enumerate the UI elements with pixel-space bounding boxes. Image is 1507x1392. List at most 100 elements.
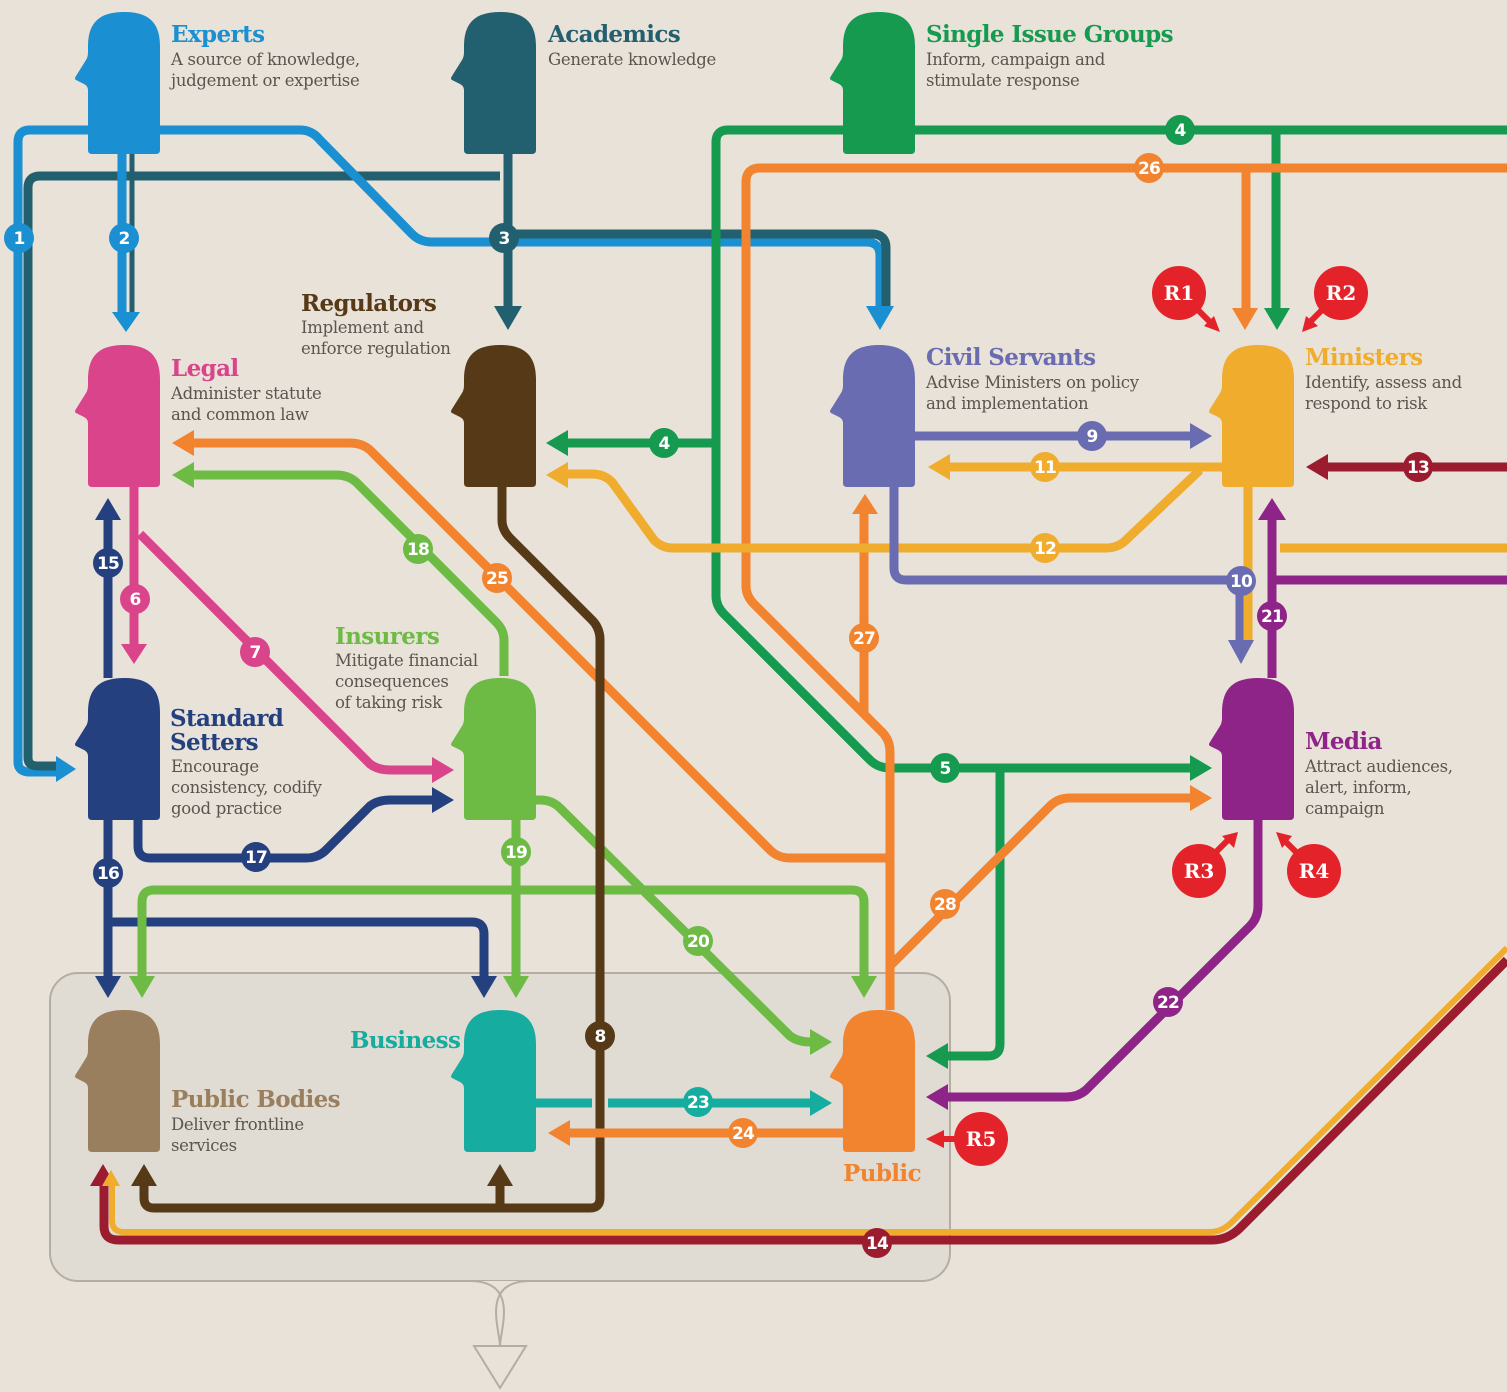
public-bodies-desc-2: services — [171, 1136, 237, 1155]
arrow-head-icon — [1190, 785, 1212, 811]
arrow-head-icon — [172, 462, 194, 488]
arrow-head-icon — [1306, 454, 1328, 480]
badge-label: 21 — [1261, 607, 1283, 627]
connection-badge-19[interactable]: 19 — [501, 837, 531, 867]
connection-badge-14[interactable]: 14 — [862, 1228, 892, 1258]
badge-label: 1 — [13, 229, 24, 249]
insurers-head-icon[interactable] — [451, 678, 536, 820]
standard-setters-head-icon[interactable] — [75, 678, 160, 820]
arrow-head-icon — [102, 1170, 120, 1186]
civil-servants-name: Civil Servants — [926, 344, 1095, 371]
arrow-head-icon — [1258, 498, 1286, 520]
connection-badge-9[interactable]: 9 — [1077, 421, 1107, 451]
legal-head-icon[interactable] — [75, 345, 160, 487]
risk-badge-r1[interactable]: R1 — [1152, 266, 1220, 332]
insurers-name: Insurers — [335, 623, 439, 650]
connection-badge-8[interactable]: 8 — [585, 1021, 615, 1051]
connection-badge-26[interactable]: 26 — [1134, 153, 1164, 183]
connection-badge-21[interactable]: 21 — [1257, 601, 1287, 631]
civil-servants-head-icon[interactable] — [830, 345, 915, 487]
connection-badge-6[interactable]: 6 — [120, 584, 150, 614]
standard-setters-name-1: Standard — [170, 705, 284, 732]
arrow-head-icon — [95, 976, 121, 998]
arrow-head-icon — [494, 306, 522, 330]
risk-badge-r2[interactable]: R2 — [1302, 266, 1368, 332]
academics-head-icon[interactable] — [451, 12, 536, 154]
legal-desc-1: Administer statute — [170, 384, 322, 403]
academics-desc-1: Generate knowledge — [548, 50, 716, 69]
civil-servants-desc-1: Advise Ministers on policy — [925, 373, 1140, 392]
regulators-desc-2: enforce regulation — [301, 339, 451, 358]
connection-badge-11[interactable]: 11 — [1030, 452, 1060, 482]
connection-line-green-loop — [137, 885, 869, 980]
badge-label: 14 — [866, 1234, 889, 1254]
arrow-head-icon — [56, 756, 76, 782]
connection-badge-24[interactable]: 24 — [728, 1118, 758, 1148]
connection-badge-1[interactable]: 1 — [4, 223, 34, 253]
experts-name: Experts — [171, 21, 264, 48]
badge-label: 11 — [1034, 458, 1056, 478]
civil-servants-desc-2: and implementation — [926, 394, 1089, 413]
arrow-head-icon — [926, 1043, 948, 1069]
connection-badge-28[interactable]: 28 — [930, 889, 960, 919]
standard-setters-desc-3: good practice — [171, 799, 282, 818]
regulators-head-icon[interactable] — [451, 345, 536, 487]
connection-badge-5[interactable]: 5 — [930, 753, 960, 783]
risk-label: R2 — [1326, 281, 1357, 305]
arrow-head-icon — [1264, 308, 1290, 330]
risk-badge-r4[interactable]: R4 — [1276, 832, 1341, 898]
connection-line-14 — [99, 956, 1507, 1245]
insurers-desc-3: of taking risk — [335, 693, 443, 712]
connection-line-16-business — [108, 917, 489, 980]
connection-badge-13[interactable]: 13 — [1403, 452, 1433, 482]
ministers-desc-2: respond to risk — [1305, 394, 1428, 413]
connection-line-8 — [139, 486, 605, 1213]
connection-badge-15[interactable]: 15 — [93, 548, 123, 578]
connection-badge-10[interactable]: 10 — [1226, 566, 1256, 596]
connection-line-experts-civil — [150, 125, 885, 312]
badge-label: 24 — [732, 1124, 755, 1144]
risk-badge-r5[interactable]: R5 — [926, 1112, 1008, 1166]
badge-label: 13 — [1407, 458, 1429, 478]
connection-badge-27[interactable]: 27 — [849, 623, 879, 653]
connection-badge-22[interactable]: 22 — [1153, 987, 1183, 1017]
arrow-head-icon — [112, 312, 140, 332]
connection-line-25 — [190, 438, 890, 863]
insurers-desc-1: Mitigate financial — [335, 651, 478, 670]
arrow-head-icon — [1190, 755, 1212, 781]
academics-name: Academics — [547, 21, 680, 48]
arrow-head-icon — [1190, 423, 1212, 449]
connection-badge-2[interactable]: 2 — [109, 223, 139, 253]
media-head-icon[interactable] — [1209, 678, 1294, 820]
connection-line-5 — [944, 768, 1005, 1061]
connection-badge-3[interactable]: 3 — [489, 223, 519, 253]
risk-badge-r3[interactable]: R3 — [1172, 832, 1238, 898]
badge-label: 10 — [1230, 572, 1253, 592]
badge-label: 19 — [505, 843, 527, 863]
connection-badge-12[interactable]: 12 — [1030, 533, 1060, 563]
arrow-head-icon — [926, 1084, 948, 1110]
connection-line-17 — [133, 795, 434, 863]
connection-badge-23[interactable]: 23 — [683, 1087, 713, 1117]
badge-label: 23 — [687, 1093, 709, 1113]
badge-label: 16 — [97, 864, 119, 884]
connection-badge-16[interactable]: 16 — [93, 858, 123, 888]
connection-badge-7[interactable]: 7 — [240, 637, 270, 667]
connection-badge-17[interactable]: 17 — [241, 842, 271, 872]
insurers-desc-2: consequences — [335, 672, 449, 691]
arrow-head-icon — [1228, 640, 1254, 664]
connection-badge-4-regulators[interactable]: 4 — [649, 428, 679, 458]
connection-badge-25[interactable]: 25 — [482, 563, 512, 593]
connection-badge-20[interactable]: 20 — [683, 926, 713, 956]
badge-label: 27 — [853, 629, 875, 649]
connection-line-3b — [508, 229, 891, 312]
badge-label: 25 — [486, 569, 508, 589]
public-bodies-name: Public Bodies — [171, 1086, 340, 1113]
connection-badge-4-top[interactable]: 4 — [1165, 115, 1195, 145]
experts-desc-2: judgement or expertise — [169, 71, 359, 90]
public-name: Public — [843, 1160, 921, 1187]
arrow-head-icon — [546, 462, 568, 488]
connection-badge-18[interactable]: 18 — [403, 534, 433, 564]
media-desc-2: alert, inform, — [1305, 778, 1411, 797]
single-issue-desc-2: stimulate response — [926, 71, 1079, 90]
